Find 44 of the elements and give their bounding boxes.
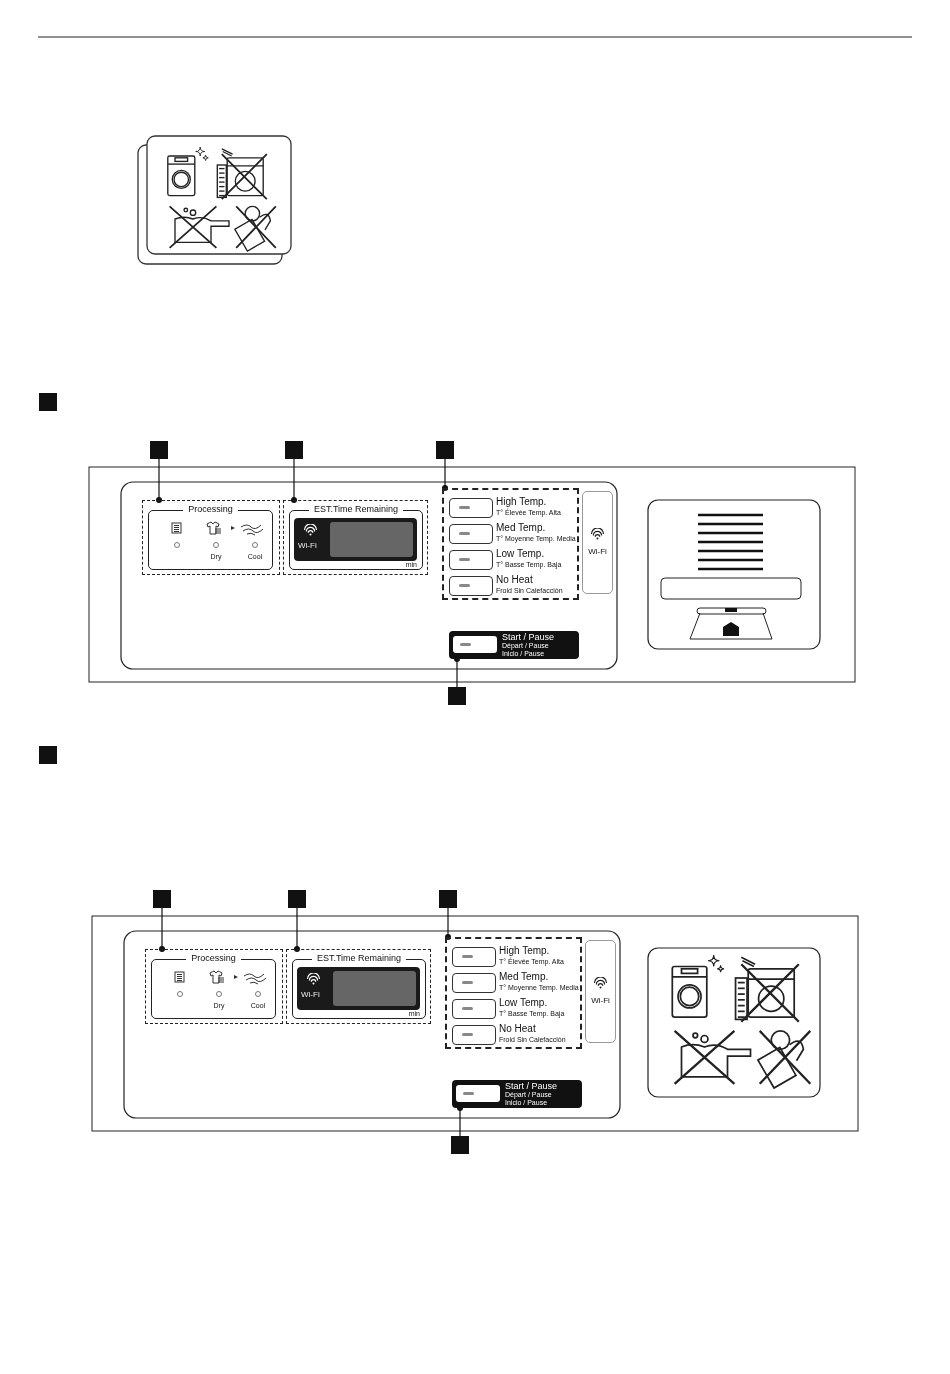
callout-marker (451, 1136, 469, 1154)
panel-title: EST.Time Remaining (308, 504, 404, 515)
panel-title: Processing (186, 953, 241, 964)
indicator-group (145, 949, 283, 1024)
display-label: Wi-Fi (298, 541, 317, 550)
wifi-button (585, 940, 616, 1043)
panel-title: Processing (183, 504, 238, 515)
leader-line (454, 656, 460, 688)
callout-marker (150, 441, 168, 459)
display-label: Wi-Fi (301, 990, 320, 999)
button-label: Med Temp. (499, 971, 549, 983)
callout-marker (153, 890, 171, 908)
callout-marker (448, 687, 466, 705)
button-label: Low Temp. (496, 548, 545, 560)
button-label: High Temp. (499, 945, 550, 957)
leader-line (159, 907, 165, 952)
leader-line (291, 458, 297, 503)
leader-line (156, 458, 162, 503)
callout-marker (288, 890, 306, 908)
start-pause-button (449, 631, 579, 659)
callout-marker (285, 441, 303, 459)
button-label: Start / Pause (505, 1081, 558, 1091)
button-label: No Heat (499, 1023, 536, 1035)
button-label: Med Temp. (496, 522, 546, 534)
leader-line (442, 458, 448, 491)
indicator-group (142, 500, 280, 575)
leader-line (294, 907, 300, 952)
button-label: Low Temp. (499, 997, 548, 1009)
button-group (442, 488, 579, 600)
display-group (283, 500, 428, 575)
button-label: Start / Pause (502, 632, 555, 642)
callout-marker (439, 890, 457, 908)
display-group (286, 949, 431, 1024)
button-label: Wi-Fi (590, 996, 611, 1005)
button-group (445, 937, 582, 1049)
leader-line (457, 1105, 463, 1137)
button-label: High Temp. (496, 496, 547, 508)
leader-line (445, 907, 451, 940)
button-label: Wi-Fi (587, 547, 608, 556)
button-label: No Heat (496, 574, 533, 586)
start-pause-button (452, 1080, 582, 1108)
wifi-button (582, 491, 613, 594)
callout-marker (436, 441, 454, 459)
panel-title: EST.Time Remaining (311, 953, 407, 964)
